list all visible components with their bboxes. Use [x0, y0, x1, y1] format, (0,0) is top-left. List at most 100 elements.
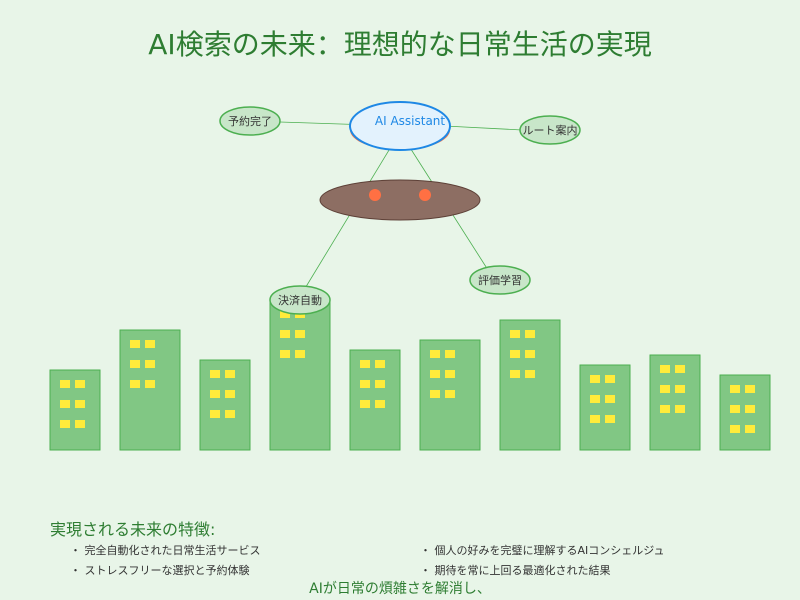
building-window [430, 370, 440, 378]
features-heading: 実現される未来の特徴: [50, 520, 215, 539]
building-window [280, 330, 290, 338]
building-window [295, 350, 305, 358]
building-window [130, 360, 140, 368]
building-window [280, 310, 290, 318]
building-window [605, 375, 615, 383]
building-window [210, 370, 220, 378]
building-window [60, 400, 70, 408]
building-window [590, 415, 600, 423]
assistant-bubble [349, 101, 451, 151]
assistant-label: AI Assistant [375, 114, 446, 128]
building-window [210, 390, 220, 398]
node-label-reservation: 予約完了 [228, 114, 272, 128]
drone-body [319, 179, 481, 221]
features-section: 実現される未来の特徴: ・ 完全自動化された日常生活サービス ・ 個人の好みを完… [50, 520, 665, 577]
building-window [225, 410, 235, 418]
building-window [730, 405, 740, 413]
feature-item: ・ ストレスフリーな選択と予約体験 [70, 563, 250, 577]
building [579, 364, 631, 451]
drone [319, 179, 481, 221]
building [119, 329, 181, 451]
node-bubble [269, 285, 331, 315]
building-window [295, 330, 305, 338]
building [649, 354, 701, 451]
building-window [675, 405, 685, 413]
building-window [510, 370, 520, 378]
building-body [119, 329, 181, 451]
building-window [745, 425, 755, 433]
building-window [430, 350, 440, 358]
building-window [60, 420, 70, 428]
node-label-route: ルート案内 [523, 123, 578, 137]
building-window [375, 400, 385, 408]
building-window [445, 350, 455, 358]
feature-item: ・ 完全自動化された日常生活サービス [70, 543, 261, 557]
line-assistant-route [444, 125, 523, 131]
building-window [590, 375, 600, 383]
node-reservation: 予約完了 [219, 106, 281, 136]
building-window [280, 350, 290, 358]
building [419, 339, 481, 451]
building-window [145, 340, 155, 348]
building [349, 349, 401, 451]
building-window [525, 330, 535, 338]
building-window [360, 380, 370, 388]
building [269, 299, 331, 451]
building-window [745, 385, 755, 393]
building-window [60, 380, 70, 388]
building-window [75, 420, 85, 428]
node-bubble [469, 265, 531, 295]
building [719, 374, 771, 451]
building-window [730, 385, 740, 393]
building-window [430, 390, 440, 398]
building-window [590, 395, 600, 403]
building-window [605, 395, 615, 403]
node-route: ルート案内 [519, 115, 581, 145]
building [499, 319, 561, 451]
building-window [525, 370, 535, 378]
building-window [130, 380, 140, 388]
building-window [145, 380, 155, 388]
building-window [145, 360, 155, 368]
node-label-learning: 評価学習 [478, 273, 522, 287]
building-window [605, 415, 615, 423]
building-window [360, 400, 370, 408]
feature-item: ・ 個人の好みを完璧に理解するAIコンシェルジュ [420, 543, 665, 557]
building-window [75, 380, 85, 388]
building-body [499, 319, 561, 451]
node-label-payment: 決済自動 [278, 293, 322, 307]
feature-item: ・ 期待を常に上回る最適化された結果 [420, 563, 611, 577]
node-payment: 決済自動 [269, 285, 331, 315]
building-window [510, 350, 520, 358]
building-window [660, 405, 670, 413]
ai-assistant-node: AI Assistant [349, 101, 451, 151]
page-title: AI検索の未来：理想的な日常生活の実現 [148, 28, 651, 61]
building [49, 369, 101, 451]
building-window [675, 385, 685, 393]
node-bubble [219, 106, 281, 136]
building-window [375, 360, 385, 368]
node-bubble [519, 115, 581, 145]
building-window [445, 370, 455, 378]
building-window [225, 390, 235, 398]
drone-light-right [419, 189, 431, 201]
building-window [730, 425, 740, 433]
building-window [360, 360, 370, 368]
node-learning: 評価学習 [469, 265, 531, 295]
building [199, 359, 251, 451]
building-window [445, 390, 455, 398]
building-window [510, 330, 520, 338]
building-window [660, 385, 670, 393]
building-window [130, 340, 140, 348]
footer-line: AIが日常の煩雑さを解消し、 [309, 581, 491, 597]
building-window [675, 365, 685, 373]
building-body [269, 299, 331, 451]
drone-light-left [369, 189, 381, 201]
building-window [375, 380, 385, 388]
building-window [525, 350, 535, 358]
building-window [210, 410, 220, 418]
building-window [745, 405, 755, 413]
building-window [660, 365, 670, 373]
building-window [75, 400, 85, 408]
